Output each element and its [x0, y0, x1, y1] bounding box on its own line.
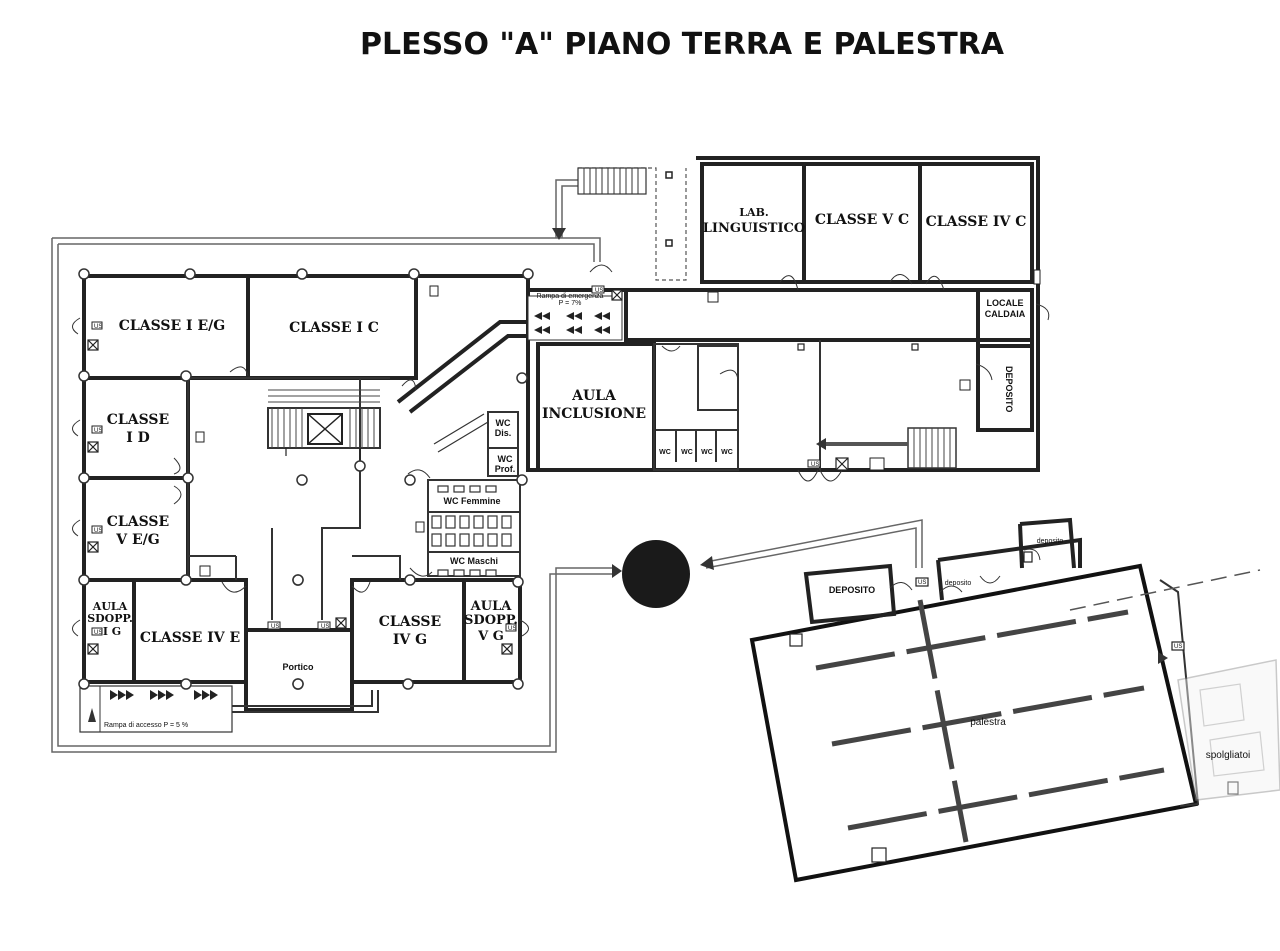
gym-building: US US — [749, 517, 1261, 883]
label-classe-i-eg: CLASSE I E/G — [119, 318, 225, 334]
label-wc-1: WC — [659, 449, 671, 456]
label-aula-sdopp-ig-3: I G — [103, 625, 121, 638]
label-classe-ivg-1: CLASSE — [379, 614, 441, 630]
exit-arrow-icon — [552, 228, 566, 240]
label-classe-id-2: I D — [126, 430, 150, 446]
label-classe-id-1: CLASSE — [107, 412, 169, 428]
label-wc-femmine: WC Femmine — [443, 496, 500, 506]
emergency-ramp-label: Rampa di emergenza — [537, 293, 604, 300]
label-aula-sdopp-vg-1: AULA — [470, 599, 513, 614]
exit-sign: US — [94, 324, 102, 330]
label-aula-sdopp-vg-2: SDOPP. — [464, 613, 518, 628]
label-deposito-small-2: deposito — [1037, 538, 1064, 545]
exit-sign: US — [508, 626, 516, 632]
access-ramp: Rampa di accesso P = 5 % — [79, 685, 233, 733]
label-deposito-vertical: DEPOSITO — [1004, 366, 1014, 412]
exit-arrow-icon — [700, 556, 714, 570]
label-classe-veg-1: CLASSE — [107, 514, 169, 530]
room-labels: CLASSE I E/G CLASSE I C CLASSE I D CLASS… — [87, 206, 1250, 761]
label-aula-sdopp-vg-3: V G — [477, 629, 504, 644]
outer-path — [51, 179, 622, 753]
label-classe-veg-2: V E/G — [115, 532, 159, 548]
exit-sign: US — [94, 528, 102, 534]
label-deposito-small-1: deposito — [945, 580, 972, 587]
label-classe-ive: CLASSE IV E — [140, 630, 240, 646]
plan-title: PLESSO "A" PIANO TERRA E PALESTRA — [360, 27, 1005, 62]
label-wc-prof-2: Prof. — [495, 464, 516, 474]
exit-sign: US — [1174, 644, 1182, 650]
doors — [72, 264, 1050, 637]
exit-sign: US — [321, 624, 329, 630]
ramp-up-arrow-icon — [88, 708, 96, 722]
label-lab-2: LINGUISTICO — [703, 221, 805, 236]
label-wc-prof-1: WC — [498, 454, 513, 464]
central-staircase — [267, 389, 381, 466]
label-classe-ivc: CLASSE IV C — [926, 214, 1027, 230]
exit-arrow-icon — [612, 564, 622, 578]
locker-rooms — [1177, 659, 1280, 801]
assembly-point-circle — [622, 540, 690, 608]
label-aula-inclusione-2: INCLUSIONE — [542, 406, 646, 422]
exit-sign: US — [271, 624, 279, 630]
wc-stalls — [431, 485, 512, 577]
label-aula-sdopp-ig-2: SDOPP. — [87, 612, 133, 625]
label-spogliatoi: spolgliatoi — [1206, 750, 1250, 761]
label-wc-2: WC — [681, 449, 693, 456]
label-locale-caldaia-2: CALDAIA — [985, 309, 1026, 319]
label-wc-dis-2: Dis. — [495, 428, 512, 438]
exit-sign: US — [94, 630, 102, 636]
label-locale-caldaia-1: LOCALE — [987, 298, 1024, 308]
label-wc-4: WC — [721, 449, 733, 456]
ramp-label: Rampa di accesso P = 5 % — [104, 722, 188, 729]
label-classe-ivg-2: IV G — [393, 632, 427, 648]
exit-sign: US — [595, 288, 603, 294]
safety-markers: US US US US US US US US US — [87, 269, 1041, 690]
label-aula-sdopp-ig-1: AULA — [92, 600, 128, 613]
exit-sign: US — [918, 580, 926, 586]
label-deposito-gym: DEPOSITO — [829, 585, 875, 595]
exit-sign: US — [811, 462, 819, 468]
label-wc-maschi: WC Maschi — [450, 556, 498, 566]
label-palestra: palestra — [970, 717, 1006, 728]
exit-sign: US — [94, 428, 102, 434]
label-portico: Portico — [282, 662, 314, 672]
label-classe-ic: CLASSE I C — [289, 320, 379, 336]
label-wc-3: WC — [701, 449, 713, 456]
label-classe-vc: CLASSE V C — [815, 212, 909, 228]
label-aula-inclusione-1: AULA — [571, 388, 617, 404]
right-wing: Rampa di emergenza P = 7% — [526, 156, 1040, 482]
label-lab-1: LAB. — [739, 206, 768, 219]
emergency-ramp-slope: P = 7% — [559, 300, 582, 307]
left-wing — [82, 274, 530, 713]
label-wc-dis-1: WC — [496, 418, 511, 428]
